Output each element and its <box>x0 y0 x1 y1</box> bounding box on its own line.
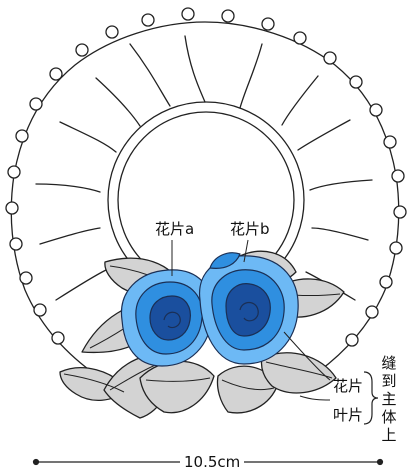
label-petal: 花片 <box>333 377 364 395</box>
label-leaf: 叶片 <box>333 406 364 424</box>
label-petal-b: 花片b <box>230 220 270 238</box>
sew-note-char: 主 <box>381 390 397 408</box>
leaf-shape <box>260 352 337 394</box>
ruffle-pleats <box>35 35 373 301</box>
brace <box>363 371 379 425</box>
sew-note-char: 上 <box>381 426 397 444</box>
sew-note-char: 缝 <box>381 354 397 372</box>
sew-note-char: 体 <box>381 408 397 426</box>
flower-a <box>120 269 213 367</box>
leader-lines <box>171 239 331 401</box>
sew-note-char: 到 <box>381 372 397 390</box>
leaf-shape <box>216 365 279 414</box>
label-width: 10.5cm <box>180 455 245 470</box>
flower-b <box>199 252 299 365</box>
picot-edge <box>5 7 407 347</box>
label-sew-note: 缝 到 主 体 上 <box>380 354 398 444</box>
label-petal-a: 花片a <box>155 220 195 238</box>
